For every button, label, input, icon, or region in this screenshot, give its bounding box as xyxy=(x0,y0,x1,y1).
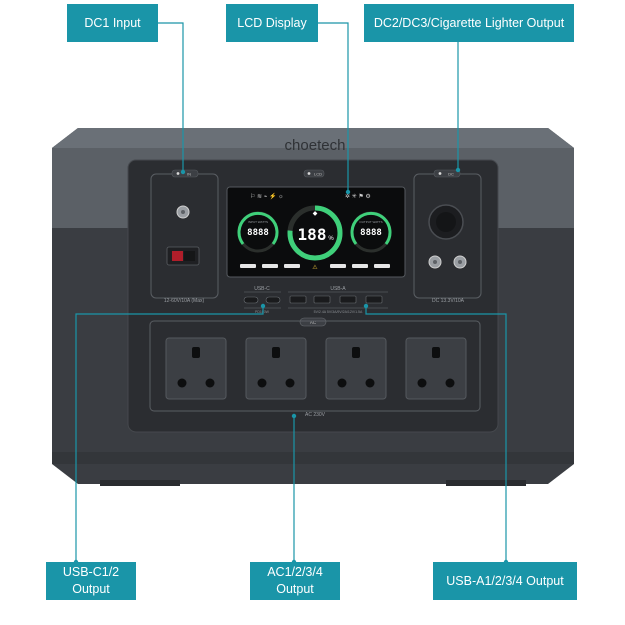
dc-input-button[interactable] xyxy=(171,169,199,178)
lcd-status-icons-left: ⚐ ≋ ⌁ ⚡ ☼ xyxy=(250,192,284,200)
usbc-spec: PD100W xyxy=(255,310,270,314)
lcd-battery-value: 188 xyxy=(298,225,327,244)
usbc-port-2[interactable] xyxy=(265,296,281,304)
lcd-output-caption: OUTPUT WATTS xyxy=(359,220,382,224)
lcd-button-label: LCD xyxy=(314,172,322,177)
lcd-output-gauge: 8888 OUTPUT WATTS xyxy=(350,211,392,253)
usbc-label: USB-C xyxy=(254,286,270,292)
ac-outlet-3[interactable] xyxy=(325,337,387,400)
ac-button-label: AC xyxy=(310,320,317,325)
dc-input-module: IN 12-60V/10A (Max) xyxy=(150,169,219,304)
lcd-display-callout: LCD Display xyxy=(226,4,318,42)
dc-input-spec: 12-60V/10A (Max) xyxy=(164,298,205,304)
usba-port-2[interactable] xyxy=(313,295,331,304)
callout-leader-lines xyxy=(75,22,507,562)
anderson-port[interactable] xyxy=(166,246,200,266)
lcd-output-value: 8888 xyxy=(360,228,382,238)
ac-outlet-1[interactable] xyxy=(165,337,227,400)
leader-lcd xyxy=(318,22,349,192)
ac-outlet-section: AC AC 230V xyxy=(149,317,481,418)
dc1-input-callout: DC1 Input xyxy=(67,4,158,42)
callout-leader-dots xyxy=(73,167,509,565)
usbc-output-label-line1: USB-C1/2 xyxy=(62,565,120,580)
dc-output-module: DC DC 13.3V/10A xyxy=(413,169,482,304)
usba-port-4[interactable] xyxy=(365,295,383,304)
usba-port-3[interactable] xyxy=(339,295,357,304)
usba-port-group: USB-A 5V/2.4A 5V/3A/9V/2A/12V/1.5A xyxy=(288,286,388,314)
lcd-button[interactable]: LCD xyxy=(303,169,325,178)
usba-output-label: USB-A1/2/3/4 Output xyxy=(446,573,564,588)
lcd-bottom-indicators: ⚠ xyxy=(240,264,390,271)
dc-output-button[interactable] xyxy=(433,169,461,178)
lcd-display-label: LCD Display xyxy=(237,15,307,30)
lcd-warning-icon: ⚠ xyxy=(312,264,318,271)
leader-dc1 xyxy=(158,22,184,172)
usba-label: USB-A xyxy=(330,286,346,292)
lcd-status-icons-right: ✲ ✳ ⚑ ⚙ xyxy=(345,193,371,200)
dc-output-label: DC2/DC3/Cigarette Lighter Output xyxy=(373,15,565,30)
leader-usba xyxy=(365,306,507,562)
ac-output-label-line1: AC1/2/3/4 xyxy=(267,565,323,580)
dc1-input-label: DC1 Input xyxy=(84,15,141,30)
brand-logo: choetech xyxy=(285,137,346,154)
lcd-input-value: 8888 xyxy=(247,228,269,238)
dc-output-button-label: DC xyxy=(448,172,454,177)
ac-spec: AC 230V xyxy=(305,412,326,418)
dc-output-callout: DC2/DC3/Cigarette Lighter Output xyxy=(364,4,574,42)
ac-outlet-2[interactable] xyxy=(245,337,307,400)
dc-input-button-label: IN xyxy=(187,172,191,177)
ac-output-label-line2: Output xyxy=(276,582,314,596)
dc-output-spec: DC 13.3V/10A xyxy=(432,298,465,304)
ac-button[interactable] xyxy=(299,317,327,327)
ac-outlet-4[interactable] xyxy=(405,337,467,400)
usbc-output-label-line2: Output xyxy=(72,582,110,596)
usba-output-callout: USB-A1/2/3/4 Output xyxy=(433,562,577,600)
usba-spec: 5V/2.4A 5V/3A/9V/2A/12V/1.5A xyxy=(314,310,363,314)
leader-usbc xyxy=(75,306,264,562)
lcd-screen: ⚐ ≋ ⌁ ⚡ ☼ ✲ ✳ ⚑ ⚙ 8888 INPUT WATTS ◆ 188… xyxy=(226,186,406,278)
usba-port-1[interactable] xyxy=(289,295,307,304)
lcd-battery-unit: % xyxy=(328,236,334,242)
usbc-port-1[interactable] xyxy=(243,296,259,304)
lcd-input-caption: INPUT WATTS xyxy=(248,220,268,224)
lcd-battery-gauge: ◆ 188 % xyxy=(287,205,343,261)
lcd-input-gauge: 8888 INPUT WATTS xyxy=(237,211,279,253)
lcd-drop-icon: ◆ xyxy=(313,211,318,217)
